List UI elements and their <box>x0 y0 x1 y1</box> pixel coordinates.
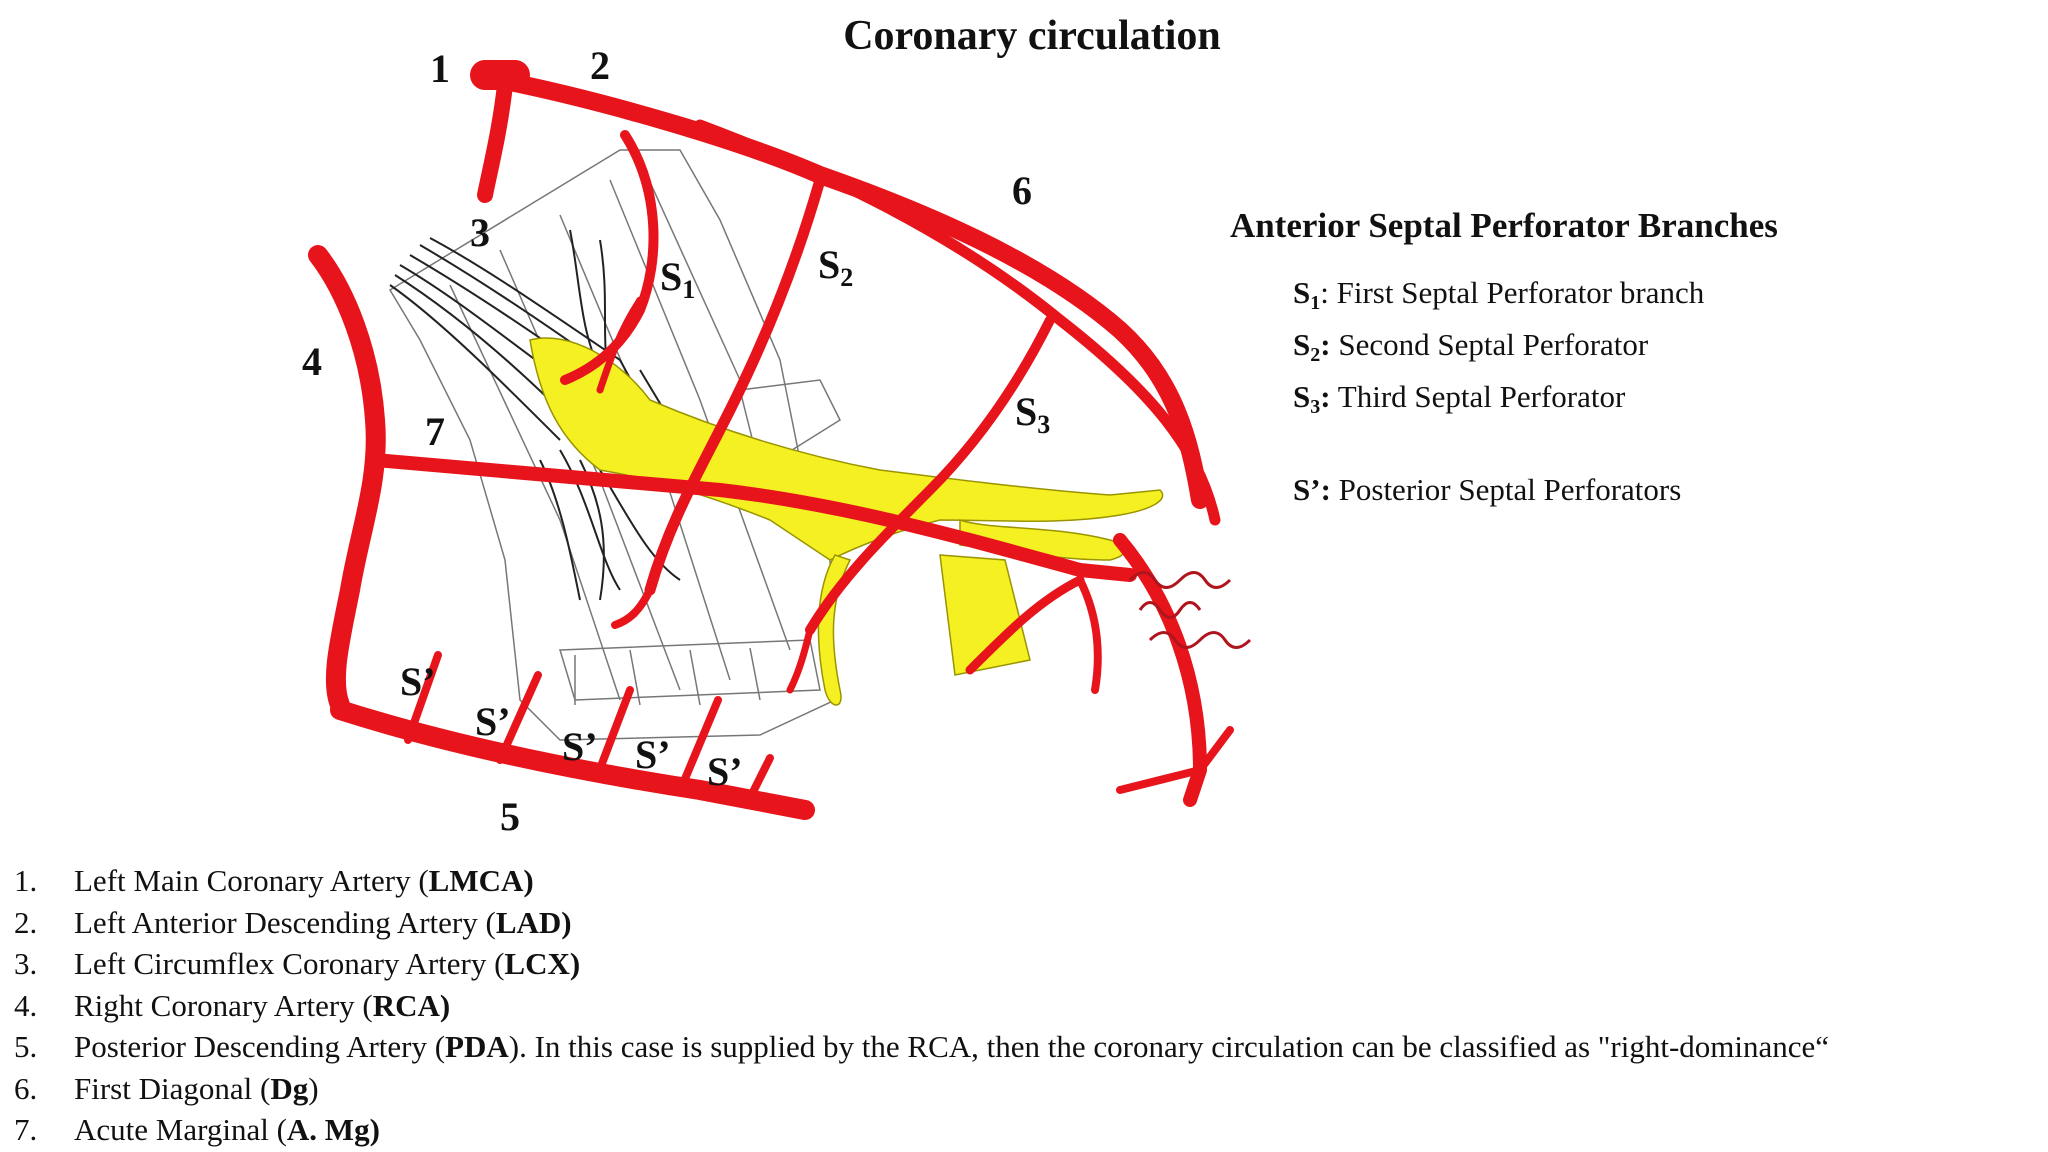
s1-branch <box>560 130 659 385</box>
label-sprime-4: S’ <box>635 732 671 777</box>
lcx-distal <box>1113 533 1207 807</box>
label-s1: S1 <box>660 254 695 304</box>
conduction-system <box>529 337 1164 706</box>
label-sprime-1: S’ <box>400 659 436 704</box>
label-s2: S2 <box>818 242 853 292</box>
label-sprime-5: S’ <box>707 749 743 794</box>
legend-item: 7.Acute Marginal (A. Mg) <box>14 1112 380 1147</box>
legend-item: 1.Left Main Coronary Artery (LMCA) <box>14 863 534 898</box>
label-4: 4 <box>302 339 322 384</box>
label-5: 5 <box>500 794 520 839</box>
legend-item: 4.Right Coronary Artery (RCA) <box>14 987 451 1023</box>
label-6: 6 <box>1012 168 1032 213</box>
label-3: 3 <box>470 210 490 255</box>
rca-vessel <box>308 245 386 715</box>
legend-item: 6.First Diagonal (Dg) <box>14 1070 319 1106</box>
label-sprime-3: S’ <box>562 724 598 769</box>
page-title: Coronary circulation <box>843 13 1221 59</box>
sprime-branch-5 <box>746 754 774 802</box>
septal-item-s1: S1: First Septal Perforator branch <box>1293 275 1705 314</box>
legend-item: 5.Posterior Descending Artery (PDA). In … <box>14 1029 1830 1064</box>
wavy-collateral <box>1128 571 1252 649</box>
arteries <box>308 60 1234 820</box>
septal-item-s2: S2: Second Septal Perforator <box>1293 327 1649 366</box>
legend-list: 1.Left Main Coronary Artery (LMCA) 2.Lef… <box>14 860 1829 1151</box>
label-2: 2 <box>590 43 610 88</box>
label-s3: S3 <box>1015 389 1050 439</box>
septal-panel-heading: Anterior Septal Perforator Branches <box>1230 206 1778 245</box>
septal-item-posterior: S’: Posterior Septal Perforators <box>1293 472 1682 507</box>
acute-marginal-vessel <box>368 453 1137 582</box>
lcx-vessel <box>477 77 513 203</box>
s2-branch <box>644 174 826 596</box>
diagonal-vessel <box>694 119 1221 526</box>
label-7: 7 <box>425 409 445 454</box>
septal-panel-list: S1: First Septal Perforator branch S2: S… <box>1293 272 1704 510</box>
s3-branch <box>805 315 1055 635</box>
septal-item-s3: S3: Third Septal Perforator <box>1293 379 1626 418</box>
sprime-branch-2 <box>496 671 542 764</box>
legend-item: 3.Left Circumflex Coronary Artery (LCX) <box>14 946 581 981</box>
label-sprime-2: S’ <box>475 699 511 744</box>
pda-vessel <box>330 700 815 820</box>
sprime-branch-4 <box>678 696 722 790</box>
sprime-branch-3 <box>594 686 634 778</box>
label-1: 1 <box>430 46 450 91</box>
sprime-branch-1 <box>404 651 442 744</box>
lad-vessel <box>491 71 1209 509</box>
legend-item: 2.Left Anterior Descending Artery (LAD) <box>14 904 572 940</box>
